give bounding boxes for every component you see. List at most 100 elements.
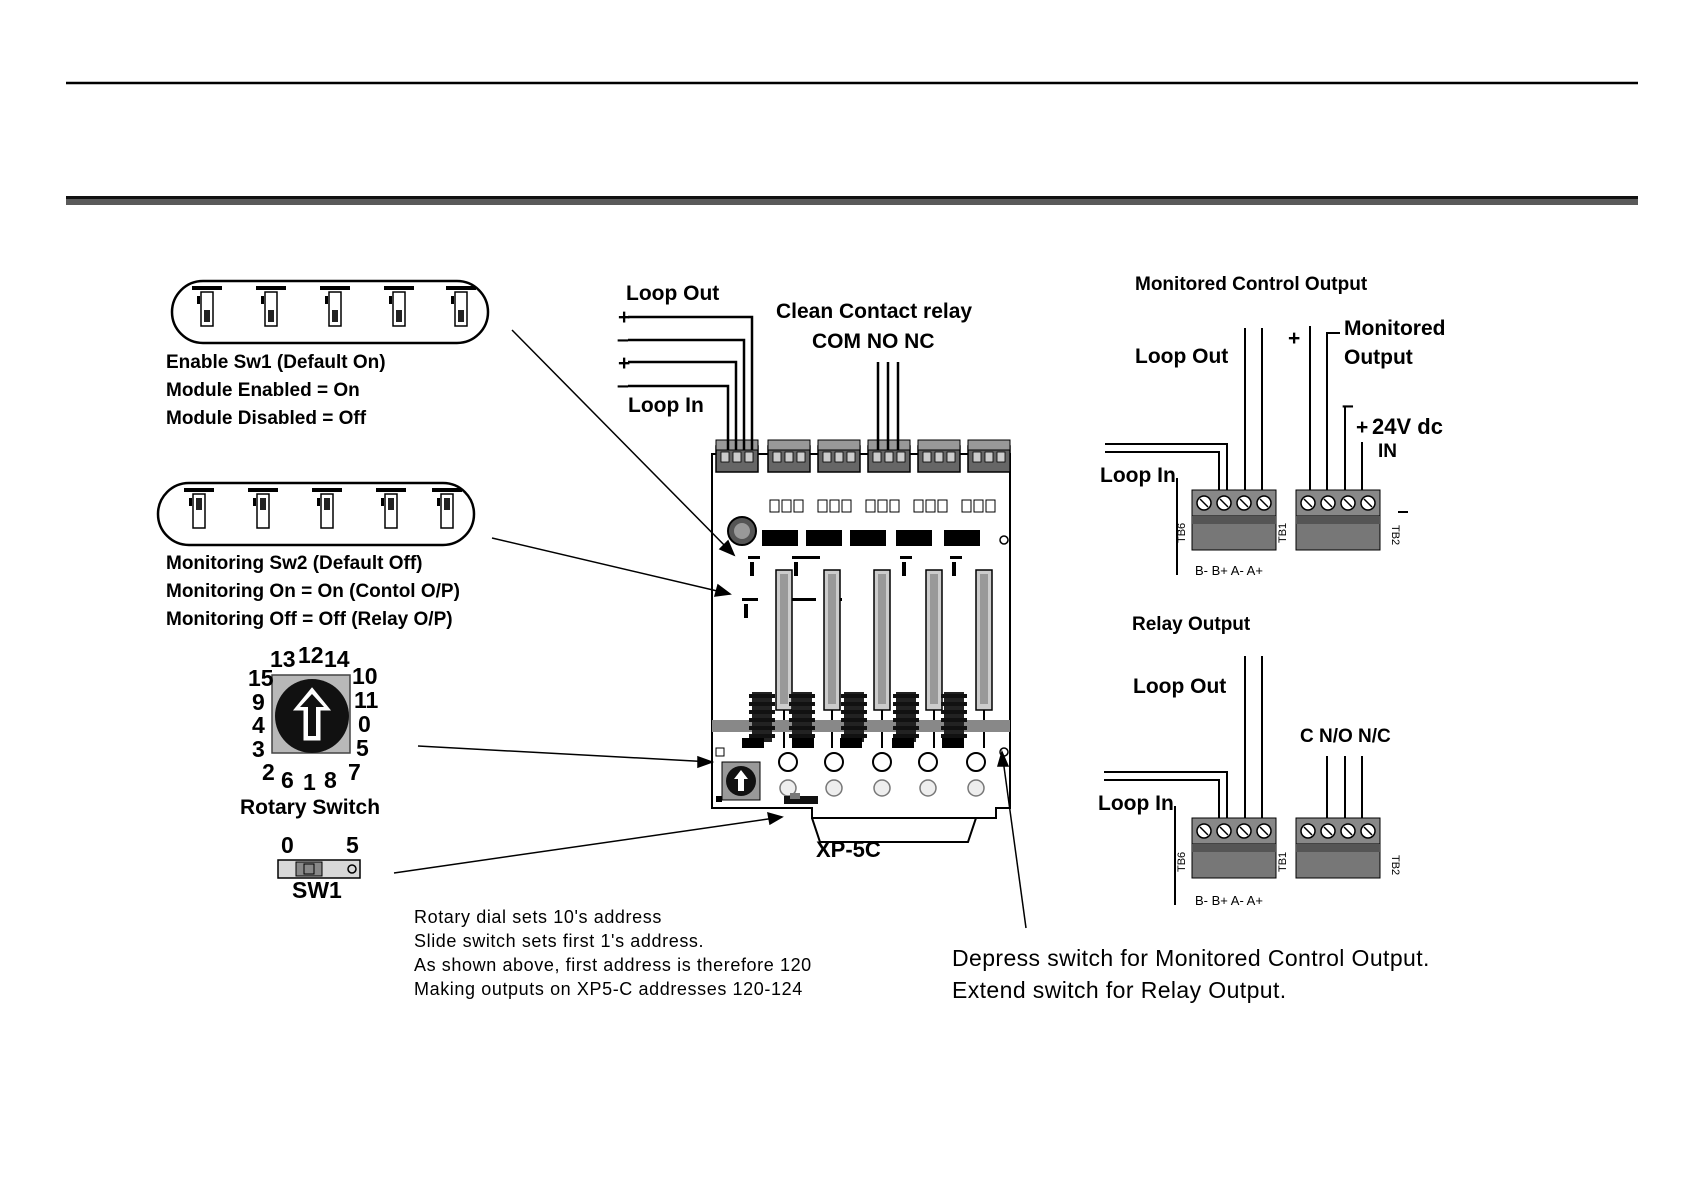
component-block (941, 692, 967, 742)
dip-switch-toggle (376, 488, 406, 529)
tb1-label: TB1 (1277, 523, 1289, 543)
contact-pad (817, 499, 828, 513)
terminal-block (1295, 817, 1381, 879)
component-block (742, 738, 764, 748)
monitored-minus: – (1342, 394, 1354, 417)
monitored-title: Monitored Control Output (1135, 274, 1368, 295)
monitoring-switch-title: Monitoring Sw2 (Default Off) (166, 553, 422, 574)
terminal-blocks-relay (1191, 817, 1381, 879)
monitored-loop-in: Loop In (1100, 464, 1176, 487)
relay-block (762, 530, 798, 546)
terminal-blocks-monitored (1191, 489, 1381, 551)
dip-switch-toggle (192, 286, 222, 327)
board-dip-marker (742, 598, 758, 601)
push-button-light (919, 779, 937, 797)
board-dip-marker (792, 556, 820, 559)
board-loop-out: Loop Out (626, 282, 719, 305)
board-dip-marker (744, 604, 748, 618)
component-block (841, 692, 867, 742)
address-note: Making outputs on XP5-C addresses 120-12… (414, 979, 803, 999)
dip-switch-toggle (432, 488, 462, 529)
enable-switch-title: Enable Sw1 (Default On) (166, 352, 386, 373)
rotary-num: 11 (354, 687, 379, 713)
tb2-label: TB2 (1389, 525, 1401, 545)
monitoring-switch-line2: Monitoring On = On (Contol O/P) (166, 581, 460, 602)
contact-pad (925, 499, 936, 513)
tb6-label: TB6 (1176, 852, 1188, 872)
push-button (778, 752, 798, 772)
rotary-num: 0 (358, 711, 371, 737)
terminal-labels: B- B+ A- A+ (1195, 893, 1263, 908)
board-name: XP-5C (816, 837, 881, 862)
component-block (749, 692, 775, 742)
enable-switch-line2: Module Enabled = On (166, 380, 360, 401)
component-block (789, 692, 815, 742)
monitoring-switch-bank (156, 481, 476, 547)
rotary-numbers: 13 12 14 15 10 9 11 4 0 3 5 2 6 1 8 7 (248, 642, 379, 795)
address-note: Rotary dial sets 10's address (414, 907, 662, 927)
terminal-labels: B- B+ A- A+ (1195, 563, 1263, 578)
component-block (942, 738, 964, 748)
rotary-num: 9 (252, 689, 265, 715)
xp5c-board (711, 439, 1011, 843)
dip-switch-toggle (384, 286, 414, 327)
terminal-connector (967, 439, 1011, 473)
component-block (792, 738, 814, 748)
dip-switch-toggle (320, 286, 350, 327)
rotary-num: 8 (324, 767, 337, 793)
board-loop-in: Loop In (628, 394, 704, 417)
section-rule (66, 196, 1638, 205)
rotary-num: 10 (352, 663, 378, 689)
rotary-num: 14 (324, 646, 350, 672)
rotary-num: 2 (262, 759, 275, 785)
board-minus-1: – (617, 328, 629, 351)
dip-switch-toggle (248, 488, 278, 529)
board-wires (628, 315, 900, 450)
slide-pos-5: 5 (346, 832, 359, 858)
contact-pad (985, 499, 996, 513)
slide-switch (277, 859, 361, 879)
depress-note: Extend switch for Relay Output. (952, 977, 1287, 1003)
supply-label: 24V dc (1372, 414, 1443, 439)
rotary-num: 6 (281, 767, 294, 793)
rotary-num: 12 (298, 642, 324, 668)
contact-pad (829, 499, 840, 513)
terminal-connector (767, 439, 811, 473)
dip-switch-toggle (256, 286, 286, 327)
relay-output-title: Relay Output (1132, 614, 1251, 635)
enable-switch-bank (170, 279, 490, 345)
relay-contacts: C N/O N/C (1300, 726, 1391, 747)
contact-pad (889, 499, 900, 513)
board-dip-marker (750, 562, 754, 576)
board-dip-marker (902, 562, 906, 576)
terminal-block (1191, 489, 1277, 551)
board-plus-2: + (618, 352, 630, 375)
rotary-num: 7 (348, 759, 361, 785)
push-button (918, 752, 938, 772)
address-note: Slide switch sets first 1's address. (414, 931, 704, 951)
rotary-switch-label: Rotary Switch (240, 796, 380, 819)
contact-pad (961, 499, 972, 513)
component-block (892, 738, 914, 748)
rotary-num: 1 (303, 769, 316, 795)
board-dip-marker (748, 556, 760, 559)
contact-pad (865, 499, 876, 513)
monitored-label-2: Output (1344, 346, 1413, 369)
dip-switch-toggle (446, 286, 476, 327)
monitored-loop-out: Loop Out (1135, 345, 1228, 368)
push-button (824, 752, 844, 772)
tb1-label: TB1 (1277, 852, 1289, 872)
terminal-connector (917, 439, 961, 473)
tb6-label: TB6 (1176, 523, 1188, 543)
relay-block (850, 530, 886, 546)
rotary-switch (271, 674, 351, 754)
contact-pad (841, 499, 852, 513)
rotary-num: 13 (270, 646, 296, 672)
relay-wiring (1104, 656, 1363, 905)
relay-terms: COM NO NC (812, 330, 935, 353)
slide-switch-label: SW1 (292, 877, 342, 903)
board-dip-marker (900, 556, 912, 559)
monitored-label-1: Monitored (1344, 317, 1445, 340)
